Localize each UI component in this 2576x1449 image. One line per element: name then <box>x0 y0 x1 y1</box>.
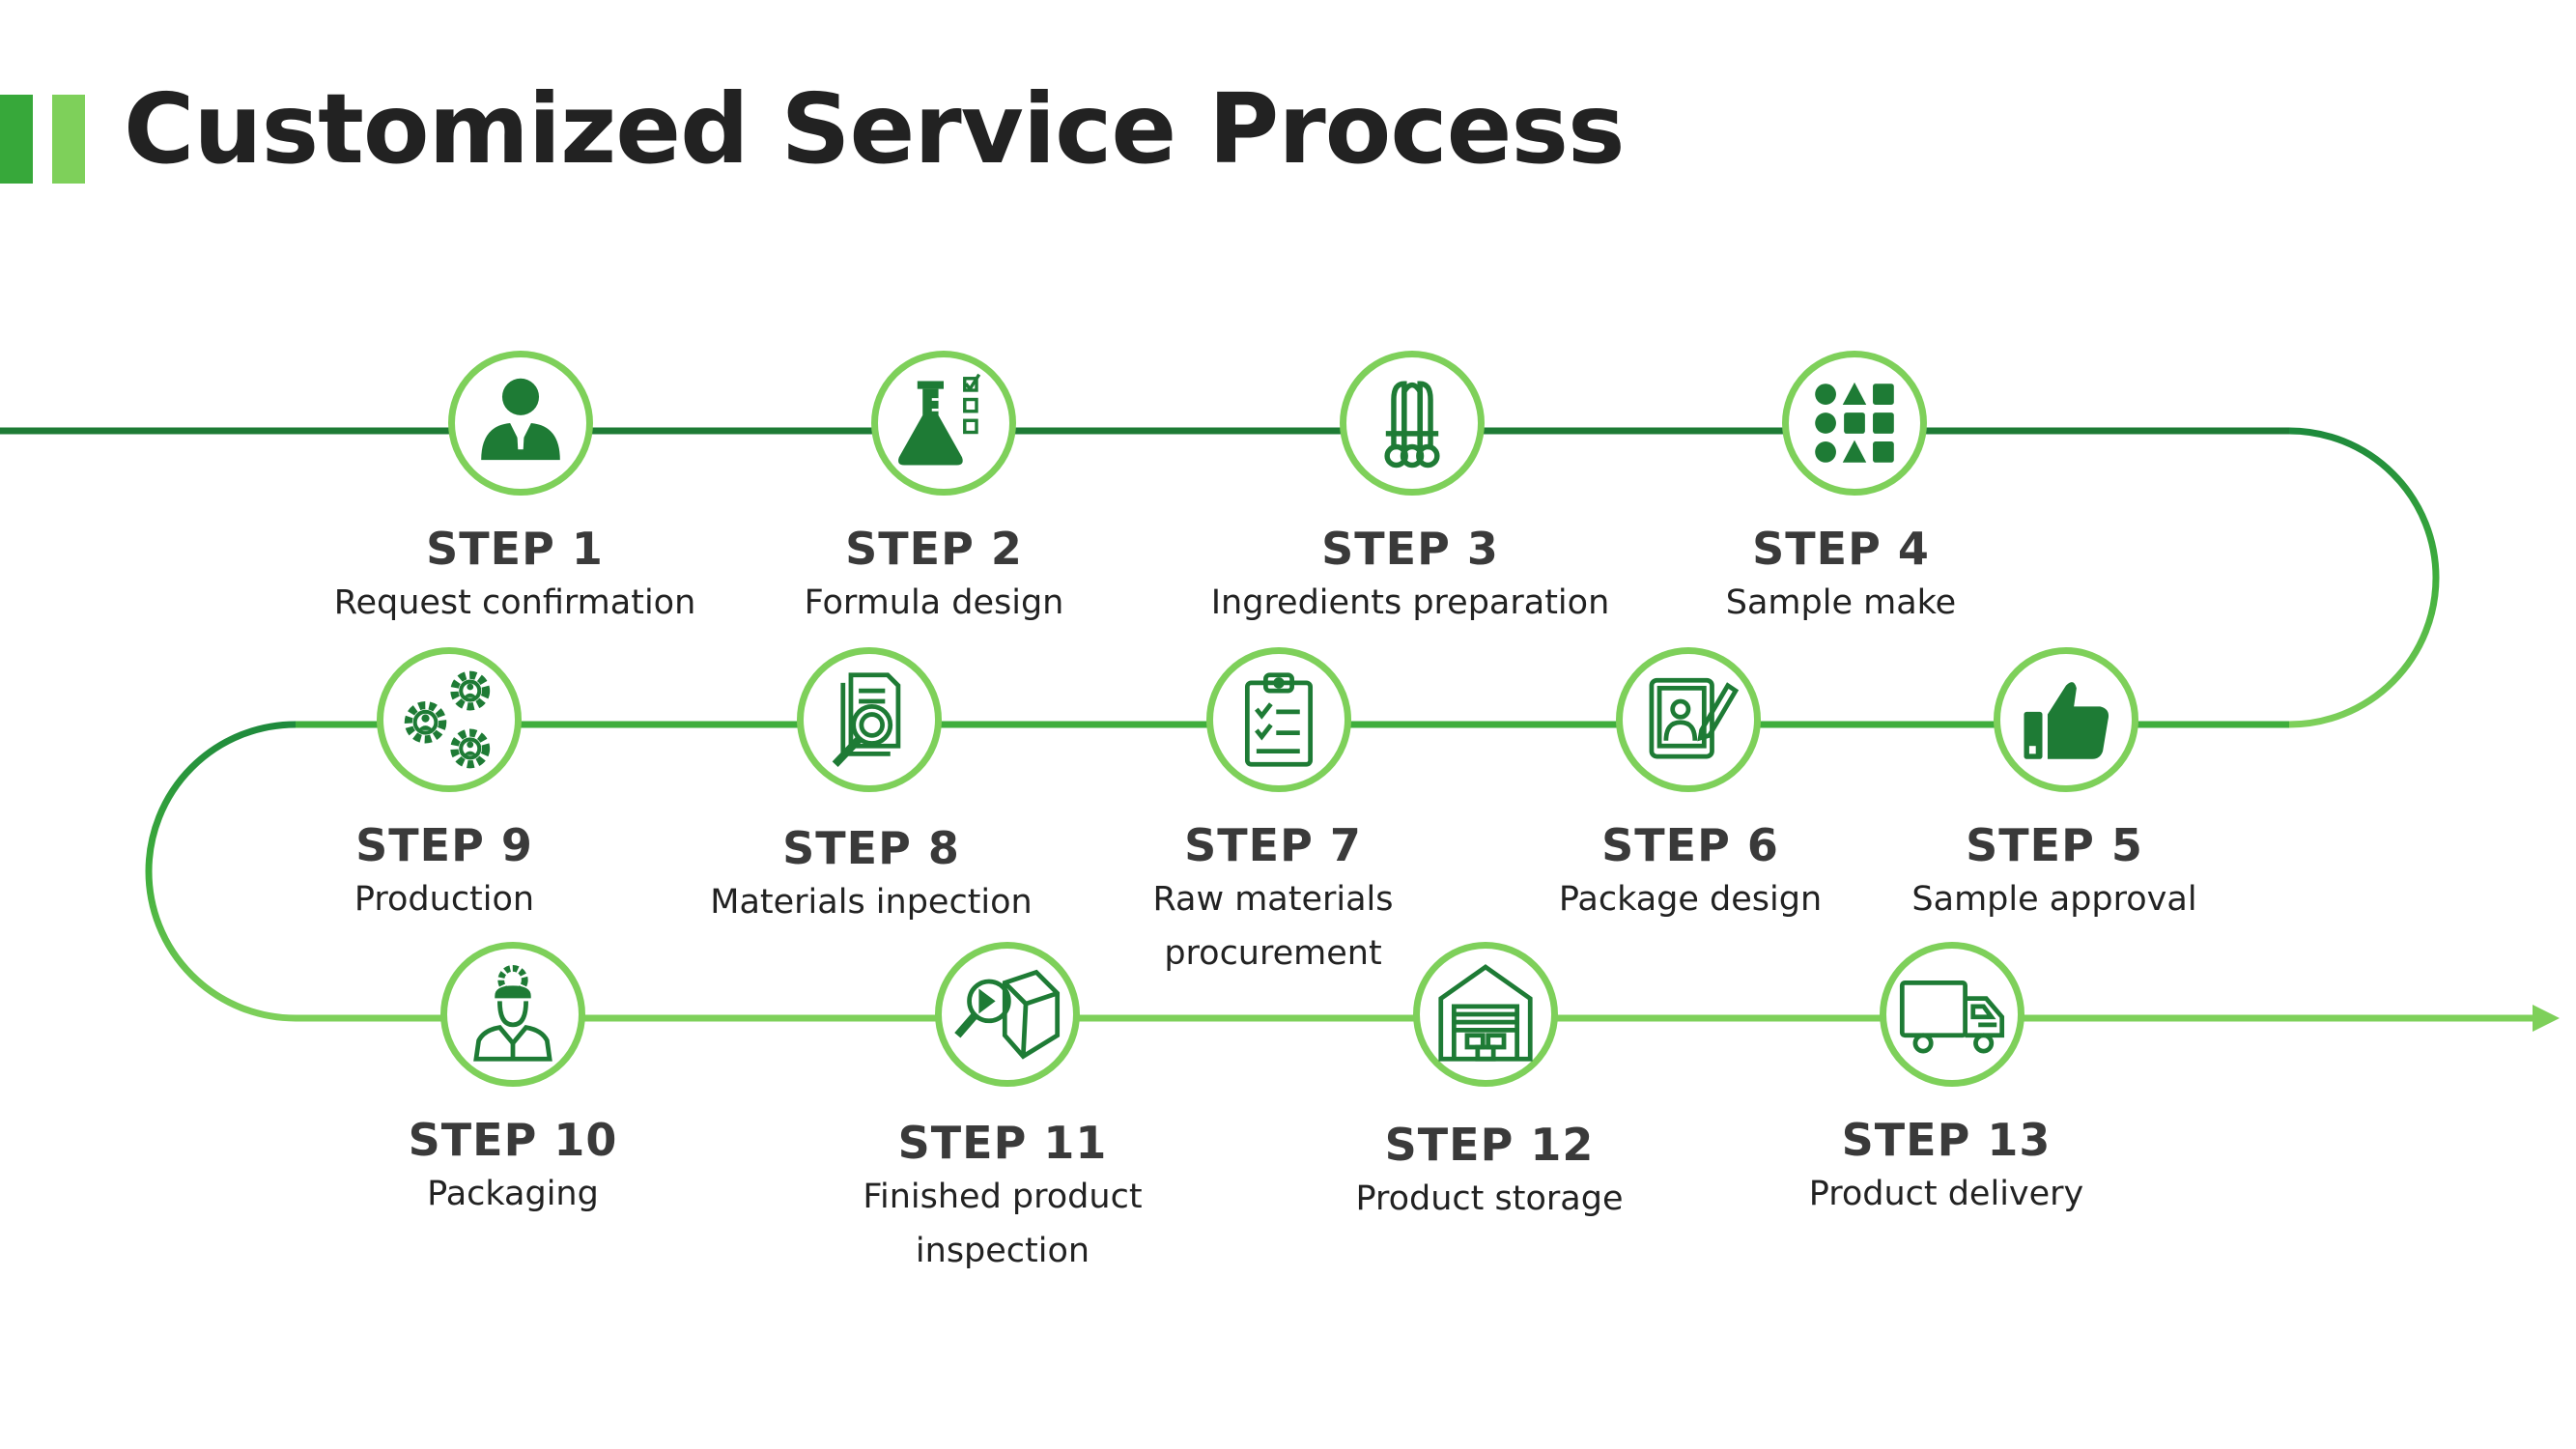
shapes-grid-icon <box>1815 382 1894 463</box>
step-name: Ingredients preparation <box>1210 583 1610 622</box>
step-name: Finished product inspection <box>863 1178 1143 1270</box>
step-number: STEP 13 <box>1841 1114 2052 1166</box>
step-number: STEP 10 <box>408 1114 618 1166</box>
step-number: STEP 8 <box>782 822 960 874</box>
gears-people-icon <box>404 670 491 769</box>
step-name: Formula design <box>804 583 1064 622</box>
document-magnifier-icon <box>832 672 901 768</box>
box-magnifier-icon <box>954 969 1061 1060</box>
step-name: Production <box>354 880 535 919</box>
step-name: Packaging <box>427 1175 599 1213</box>
step-8-circle <box>797 647 942 792</box>
step-9-circle <box>377 647 522 792</box>
step-11-circle <box>935 942 1080 1087</box>
step-1-circle <box>448 351 593 496</box>
step-3-circle <box>1340 351 1485 496</box>
page-title: Customized Service Process <box>124 72 1625 185</box>
step-name: Raw materials procurement <box>1152 880 1394 973</box>
step-number: STEP 5 <box>1966 819 2143 871</box>
step-13-label: STEP 13 Product delivery <box>1695 1113 2197 1221</box>
step-2-circle <box>871 351 1016 496</box>
step-4-circle <box>1782 351 1927 496</box>
step-11-label: STEP 11 Finished product inspection <box>751 1116 1254 1278</box>
step-name: Product delivery <box>1808 1175 2084 1213</box>
design-tablet-pen-icon <box>1649 677 1740 759</box>
step-number: STEP 7 <box>1184 819 1362 871</box>
flow-arrow-head <box>2533 1005 2560 1032</box>
step-10-label: STEP 10 Packaging <box>262 1113 764 1221</box>
step-7-label: STEP 7 Raw materials procurement <box>1022 818 1524 980</box>
step-1-label: STEP 1 Request confirmation <box>264 522 766 630</box>
step-name: Product storage <box>1355 1179 1624 1218</box>
step-10-circle <box>440 942 585 1087</box>
step-2-label: STEP 2 Formula design <box>683 522 1185 630</box>
step-4-label: STEP 4 Sample make <box>1590 522 2092 630</box>
step-7-circle <box>1206 647 1351 792</box>
step-number: STEP 9 <box>355 819 533 871</box>
step-5-circle <box>1994 647 2138 792</box>
title-accent-bar-light <box>52 95 85 184</box>
thumbs-up-icon <box>2024 682 2109 759</box>
businessman-icon <box>481 378 560 461</box>
step-number: STEP 4 <box>1752 523 1930 575</box>
worker-icon <box>473 965 552 1062</box>
step-name: Sample approval <box>1911 880 2197 919</box>
step-6-label: STEP 6 Package design <box>1439 818 1941 926</box>
title-accent-bar-dark <box>0 95 33 184</box>
step-5-label: STEP 5 Sample approval <box>1803 818 2306 926</box>
step-12-label: STEP 12 Product storage <box>1238 1118 1741 1226</box>
warehouse-icon <box>1438 964 1533 1062</box>
step-number: STEP 1 <box>426 523 604 575</box>
step-name: Package design <box>1558 880 1823 919</box>
step-name: Request confirmation <box>333 583 696 622</box>
delivery-truck-icon <box>1899 980 2005 1054</box>
step-12-circle <box>1413 942 1558 1087</box>
step-number: STEP 11 <box>897 1117 1108 1169</box>
ingredients-bundle-icon <box>1384 381 1440 469</box>
lab-flask-checklist-icon <box>898 373 981 466</box>
step-name: Sample make <box>1725 583 1957 622</box>
step-13-circle <box>1880 942 2024 1087</box>
step-number: STEP 12 <box>1384 1119 1595 1171</box>
clipboard-checklist-icon <box>1244 672 1314 767</box>
step-number: STEP 6 <box>1601 819 1779 871</box>
step-name: Materials inpection <box>710 883 1033 922</box>
flow-right-curve <box>2288 427 2440 728</box>
flow-left-curve <box>145 721 297 1022</box>
step-number: STEP 3 <box>1321 523 1499 575</box>
step-number: STEP 2 <box>845 523 1023 575</box>
step-3-label: STEP 3 Ingredients preparation <box>1159 522 1661 630</box>
step-6-circle <box>1616 647 1761 792</box>
step-9-label: STEP 9 Production <box>193 818 695 926</box>
step-8-label: STEP 8 Materials inpection <box>620 821 1122 929</box>
